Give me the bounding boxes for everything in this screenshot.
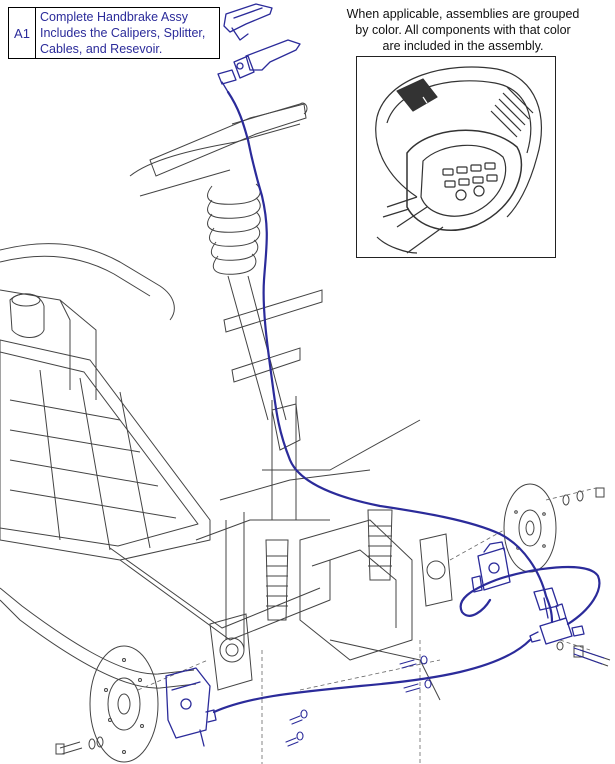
tiller-console-illustration (375, 66, 543, 254)
assembly-legend: A1 Complete Handbrake Assy Includes the … (8, 7, 220, 59)
hardware (55, 487, 611, 755)
handbrake-assembly (165, 3, 605, 747)
bellows (207, 183, 261, 275)
exploded-guides (137, 487, 597, 764)
brake-lever-upper (223, 3, 273, 41)
caliper-bolts (285, 647, 605, 747)
legend-line: Includes the Calipers, Splitter, (40, 26, 206, 40)
legend-line: Complete Handbrake Assy (40, 10, 188, 24)
chassis-frame (0, 243, 441, 701)
tiller-console-inset (356, 56, 556, 258)
right-caliper (533, 587, 559, 619)
cable-splitter (529, 603, 585, 645)
right-caliper-mount (419, 533, 453, 607)
legend-line: Cables, and Resevoir. (40, 42, 163, 56)
legend-item-description: Complete Handbrake Assy Includes the Cal… (36, 8, 219, 58)
note-line: are included in the assembly. (382, 39, 544, 53)
left-caliper (165, 667, 217, 747)
legend-item-id: A1 (9, 8, 36, 58)
left-brake-disc (89, 645, 159, 763)
brake-cable-reservoir (459, 566, 601, 626)
steering-column (129, 102, 323, 451)
color-grouping-note: When applicable, assemblies are grouped … (318, 6, 608, 54)
note-line: When applicable, assemblies are grouped (346, 7, 580, 21)
left-caliper-mount (209, 613, 253, 691)
right-brake-disc (503, 483, 557, 573)
keypad-buttons (442, 162, 498, 201)
brake-cable-left (212, 638, 532, 714)
shock-absorbers (265, 509, 393, 621)
brake-reservoir (471, 541, 511, 593)
note-line: by color. All components with that color (355, 23, 571, 37)
brake-lever-lower (217, 39, 301, 93)
brake-cable-main (226, 90, 554, 624)
